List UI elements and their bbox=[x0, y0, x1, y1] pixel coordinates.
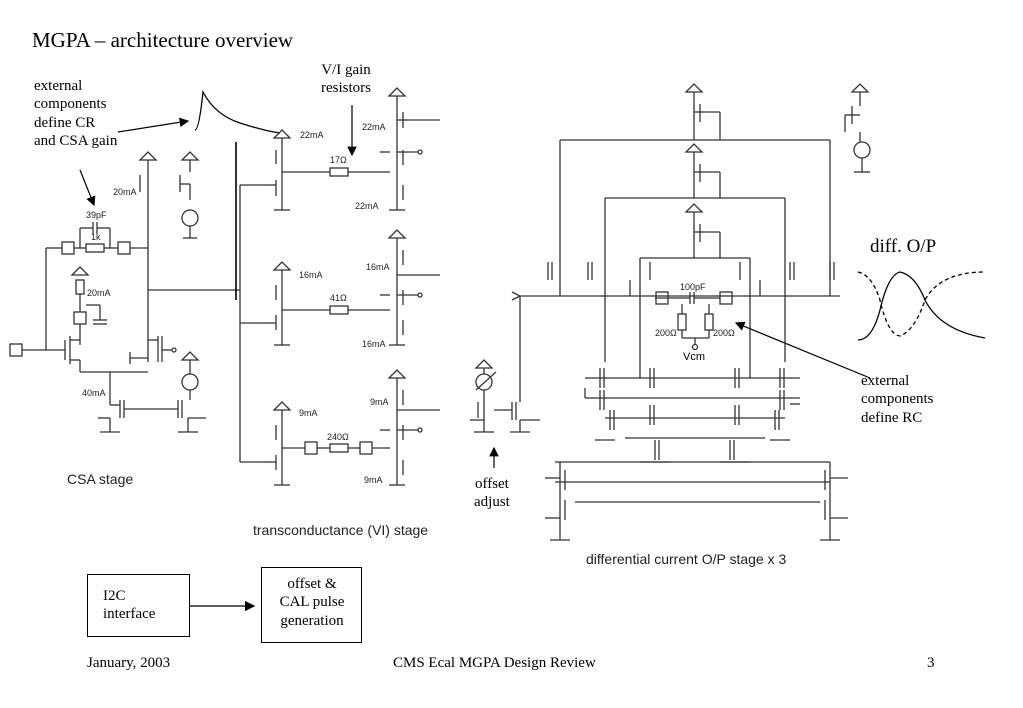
annotation-diff-op: diff. O/P bbox=[870, 236, 937, 257]
footer-date: January, 2003 bbox=[87, 655, 171, 671]
slide-title: MGPA – architecture overview bbox=[32, 28, 294, 52]
annotation-line: external bbox=[861, 373, 910, 389]
annotation-line: external bbox=[34, 78, 83, 94]
annotation-line: define CR bbox=[34, 114, 96, 131]
block-label-line: I2C bbox=[103, 588, 126, 604]
label-current: 9mA bbox=[299, 408, 318, 418]
label-current: 16mA bbox=[366, 262, 390, 272]
annotation-line: adjust bbox=[474, 494, 510, 511]
label-current: 22mA bbox=[300, 130, 324, 140]
label-current: 9mA bbox=[364, 475, 383, 485]
footer-page-number: 3 bbox=[927, 655, 935, 671]
annotation-line: components bbox=[861, 391, 934, 408]
label-current: 40mA bbox=[82, 388, 106, 398]
label-current: 22mA bbox=[362, 122, 386, 132]
annotation-line: offset bbox=[474, 476, 509, 492]
annotation-offset-adjust: offset adjust bbox=[474, 475, 510, 512]
label-current: 22mA bbox=[355, 201, 379, 211]
label-resistor: 240Ω bbox=[327, 432, 349, 442]
caption-vi-stage: transconductance (VI) stage bbox=[253, 522, 429, 538]
annotation-line: and CSA gain bbox=[34, 132, 118, 149]
block-label-line: CAL pulse bbox=[279, 594, 345, 611]
label-capacitor: 100pF bbox=[680, 282, 706, 292]
annotation-line: define RC bbox=[861, 409, 923, 426]
caption-diff-stage: differential current O/P stage x 3 bbox=[586, 551, 787, 567]
offset-cal-pulse-block: offset & CAL pulse generation bbox=[261, 567, 362, 643]
label-resistor: 200Ω bbox=[713, 328, 735, 338]
i2c-interface-block: I2C interface bbox=[87, 574, 190, 637]
label-resistor: 1k bbox=[91, 232, 101, 242]
caption-csa-stage: CSA stage bbox=[67, 471, 134, 487]
annotation-line: components bbox=[34, 96, 107, 113]
block-label-line: offset & bbox=[287, 576, 337, 592]
annotation-line: resistors bbox=[321, 80, 371, 97]
block-label-line: interface bbox=[103, 606, 156, 623]
label-current: 9mA bbox=[370, 397, 389, 407]
label-resistor: 200Ω bbox=[655, 328, 677, 338]
label-vcm: Vcm bbox=[683, 351, 705, 363]
footer-title: CMS Ecal MGPA Design Review bbox=[393, 655, 596, 671]
label-current: 20mA bbox=[113, 187, 137, 197]
label-current: 16mA bbox=[362, 339, 386, 349]
label-resistor: 41Ω bbox=[330, 293, 347, 303]
annotation-external-rc: external components define RC bbox=[861, 372, 934, 427]
annotation-vi-gain: V/I gain resistors bbox=[321, 61, 371, 98]
label-resistor: 17Ω bbox=[330, 155, 347, 165]
annotation-line: V/I gain bbox=[321, 62, 371, 78]
label-capacitor: 39pF bbox=[86, 210, 107, 220]
annotation-external-cr-csa: external components define CR and CSA ga… bbox=[34, 77, 117, 150]
label-current: 16mA bbox=[299, 270, 323, 280]
block-label-line: generation bbox=[280, 612, 344, 629]
label-current: 20mA bbox=[87, 288, 111, 298]
